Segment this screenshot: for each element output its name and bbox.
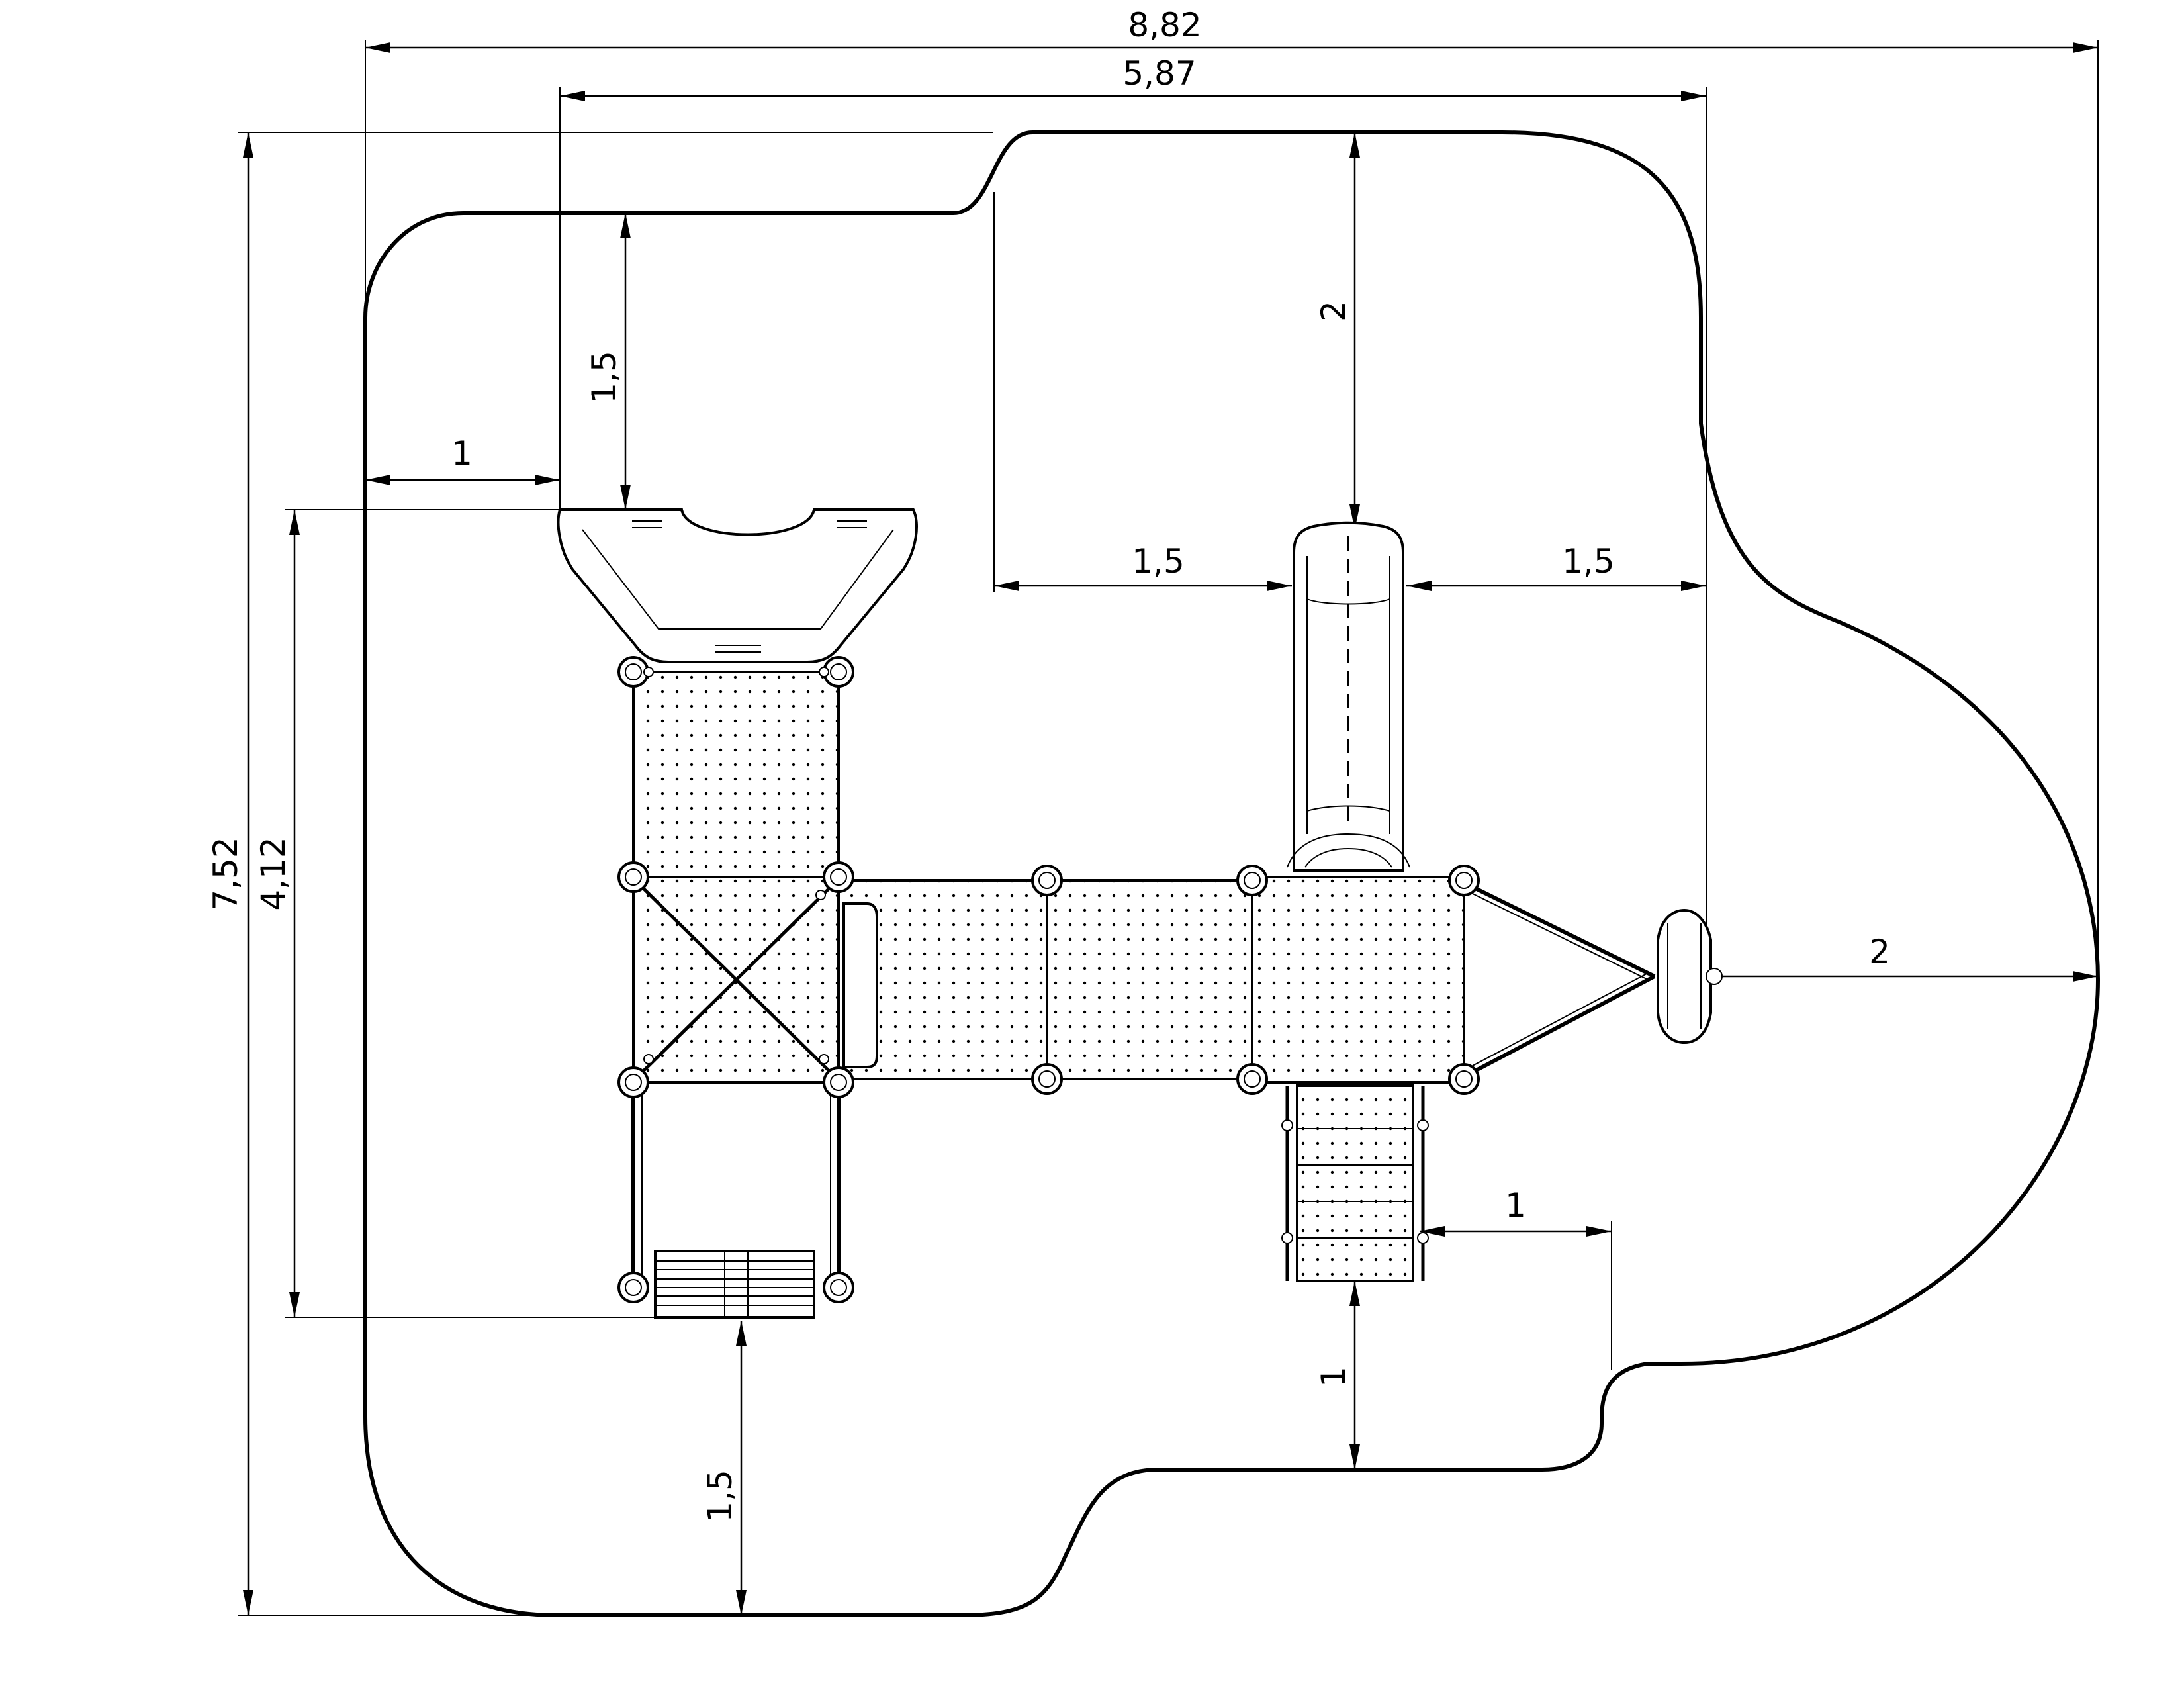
lower-frame <box>631 1092 841 1278</box>
dimension-ladder-bottom-clearance: 1 <box>1314 1281 1360 1470</box>
dimension-label: 2 <box>1869 933 1890 971</box>
hand-rail <box>842 902 878 1068</box>
steering-panel <box>1465 882 1723 1078</box>
dimension-tube-slide-clearance: 2 <box>1314 132 1360 530</box>
cross-bracing <box>641 886 832 1074</box>
dimension-label: 7,52 <box>206 837 245 910</box>
dimension-label: 1 <box>1314 1366 1353 1387</box>
deck-panel <box>632 671 840 878</box>
safety-zone-outline <box>363 130 2100 1617</box>
deck-panel <box>1251 876 1465 1084</box>
deck-panel <box>1046 879 1253 1080</box>
tube-slide <box>1287 521 1410 872</box>
dimension-left-clearance: 1 <box>365 434 560 485</box>
post-joints <box>617 656 1480 1303</box>
dimension-right-clearance: 2 <box>1711 933 2098 982</box>
dimension-tube-left-clearance: 1,5 <box>993 192 1292 592</box>
dimension-label: 1 <box>1505 1186 1526 1225</box>
dimension-label: 4,12 <box>254 837 293 910</box>
steps <box>654 1250 815 1319</box>
dimension-label: 5,87 <box>1122 54 1196 93</box>
dimension-label: 1,5 <box>701 1470 739 1523</box>
dimension-structure-width: 5,87 <box>559 54 1707 980</box>
dimension-ladder-side-clearance: 1 <box>1420 1186 1612 1370</box>
dimension-label: 1 <box>451 434 473 473</box>
dimension-overall-depth: 7,52 <box>206 132 993 1616</box>
dimension-tube-right-clearance: 1,5 <box>1406 542 1706 591</box>
dimension-overall-width: 8,82 <box>365 6 2099 973</box>
dimension-label: 8,82 <box>1128 6 1201 44</box>
dimension-steps-bottom-clearance: 1,5 <box>701 1321 747 1615</box>
dimension-upper-slide-clearance: 1,5 <box>585 213 631 510</box>
dimension-label: 1,5 <box>1132 542 1185 581</box>
dimension-structure-depth: 4,12 <box>254 509 655 1318</box>
wide-slide <box>557 508 918 663</box>
dimension-label: 1,5 <box>1562 542 1615 581</box>
dimension-label: 2 <box>1314 301 1353 322</box>
dimension-label: 1,5 <box>585 351 623 404</box>
ladder <box>1281 1084 1429 1282</box>
